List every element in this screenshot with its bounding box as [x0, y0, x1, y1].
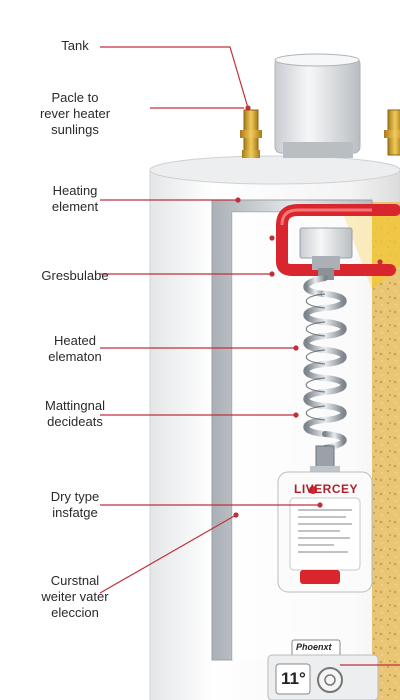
callout-mattingnal: Mattingnal decideats — [0, 398, 150, 430]
label-red-band — [300, 570, 340, 584]
base-brand-name: Phoenxt — [296, 642, 332, 652]
flue-cap — [274, 57, 361, 154]
temperature-display — [275, 663, 311, 695]
callout-heating-element-line-1: Heating — [52, 183, 98, 198]
insulation-layer — [372, 202, 400, 700]
callout-tank-line-1: Tank — [61, 38, 89, 53]
callout-pacle-line-1: Pacle to — [51, 90, 99, 105]
callout-gresbulabe-line-1: Gresbulabe — [41, 268, 109, 283]
callout-mattingnal-line-1: Mattingnal — [45, 398, 105, 413]
tank-top-rim — [149, 155, 400, 185]
brass-fitting-right — [384, 109, 400, 156]
temperature-display-value: 11° — [281, 669, 306, 688]
callout-dry-type: Dry type insfatge — [0, 489, 150, 521]
element-mount — [299, 227, 353, 259]
callout-line-tank — [100, 46, 249, 109]
callout-heated-elematon-line-2: elematon — [48, 349, 102, 364]
callout-line-curstnal — [99, 514, 237, 594]
control-knob — [317, 667, 343, 693]
flue-collar — [283, 142, 353, 158]
callout-curstnal-line-3: eleccion — [51, 605, 99, 620]
callout-lines — [99, 46, 400, 666]
product-label — [277, 471, 373, 593]
callout-pacle-line-3: sunlings — [51, 122, 99, 137]
callout-heated-elematon: Heated elematon — [0, 333, 150, 365]
callout-gresbulabe: Gresbulabe — [0, 268, 150, 284]
callout-dry-type-line-2: insfatge — [52, 505, 98, 520]
callout-curstnal-line-1: Curstnal — [50, 573, 100, 588]
callout-heating-element: Heating element — [0, 183, 150, 215]
callout-curstnal-line-2: weiter vater — [41, 589, 109, 604]
callout-curstnal: Curstnal weiter vater eleccion — [0, 573, 150, 621]
product-label-brand: LIVERCEY — [294, 482, 359, 496]
callout-tank: Tank — [0, 38, 150, 54]
brass-fitting-left — [240, 109, 262, 158]
callout-dry-type-line-1: Dry type — [50, 489, 100, 504]
callout-mattingnal-line-2: decideats — [47, 414, 103, 429]
callout-heated-elematon-line-1: Heated — [54, 333, 96, 348]
callout-pacle-line-2: rever heater — [39, 106, 111, 121]
callout-heating-element-line-2: element — [51, 199, 99, 214]
callout-pacle: Pacle to rever heater sunlings — [0, 90, 150, 138]
